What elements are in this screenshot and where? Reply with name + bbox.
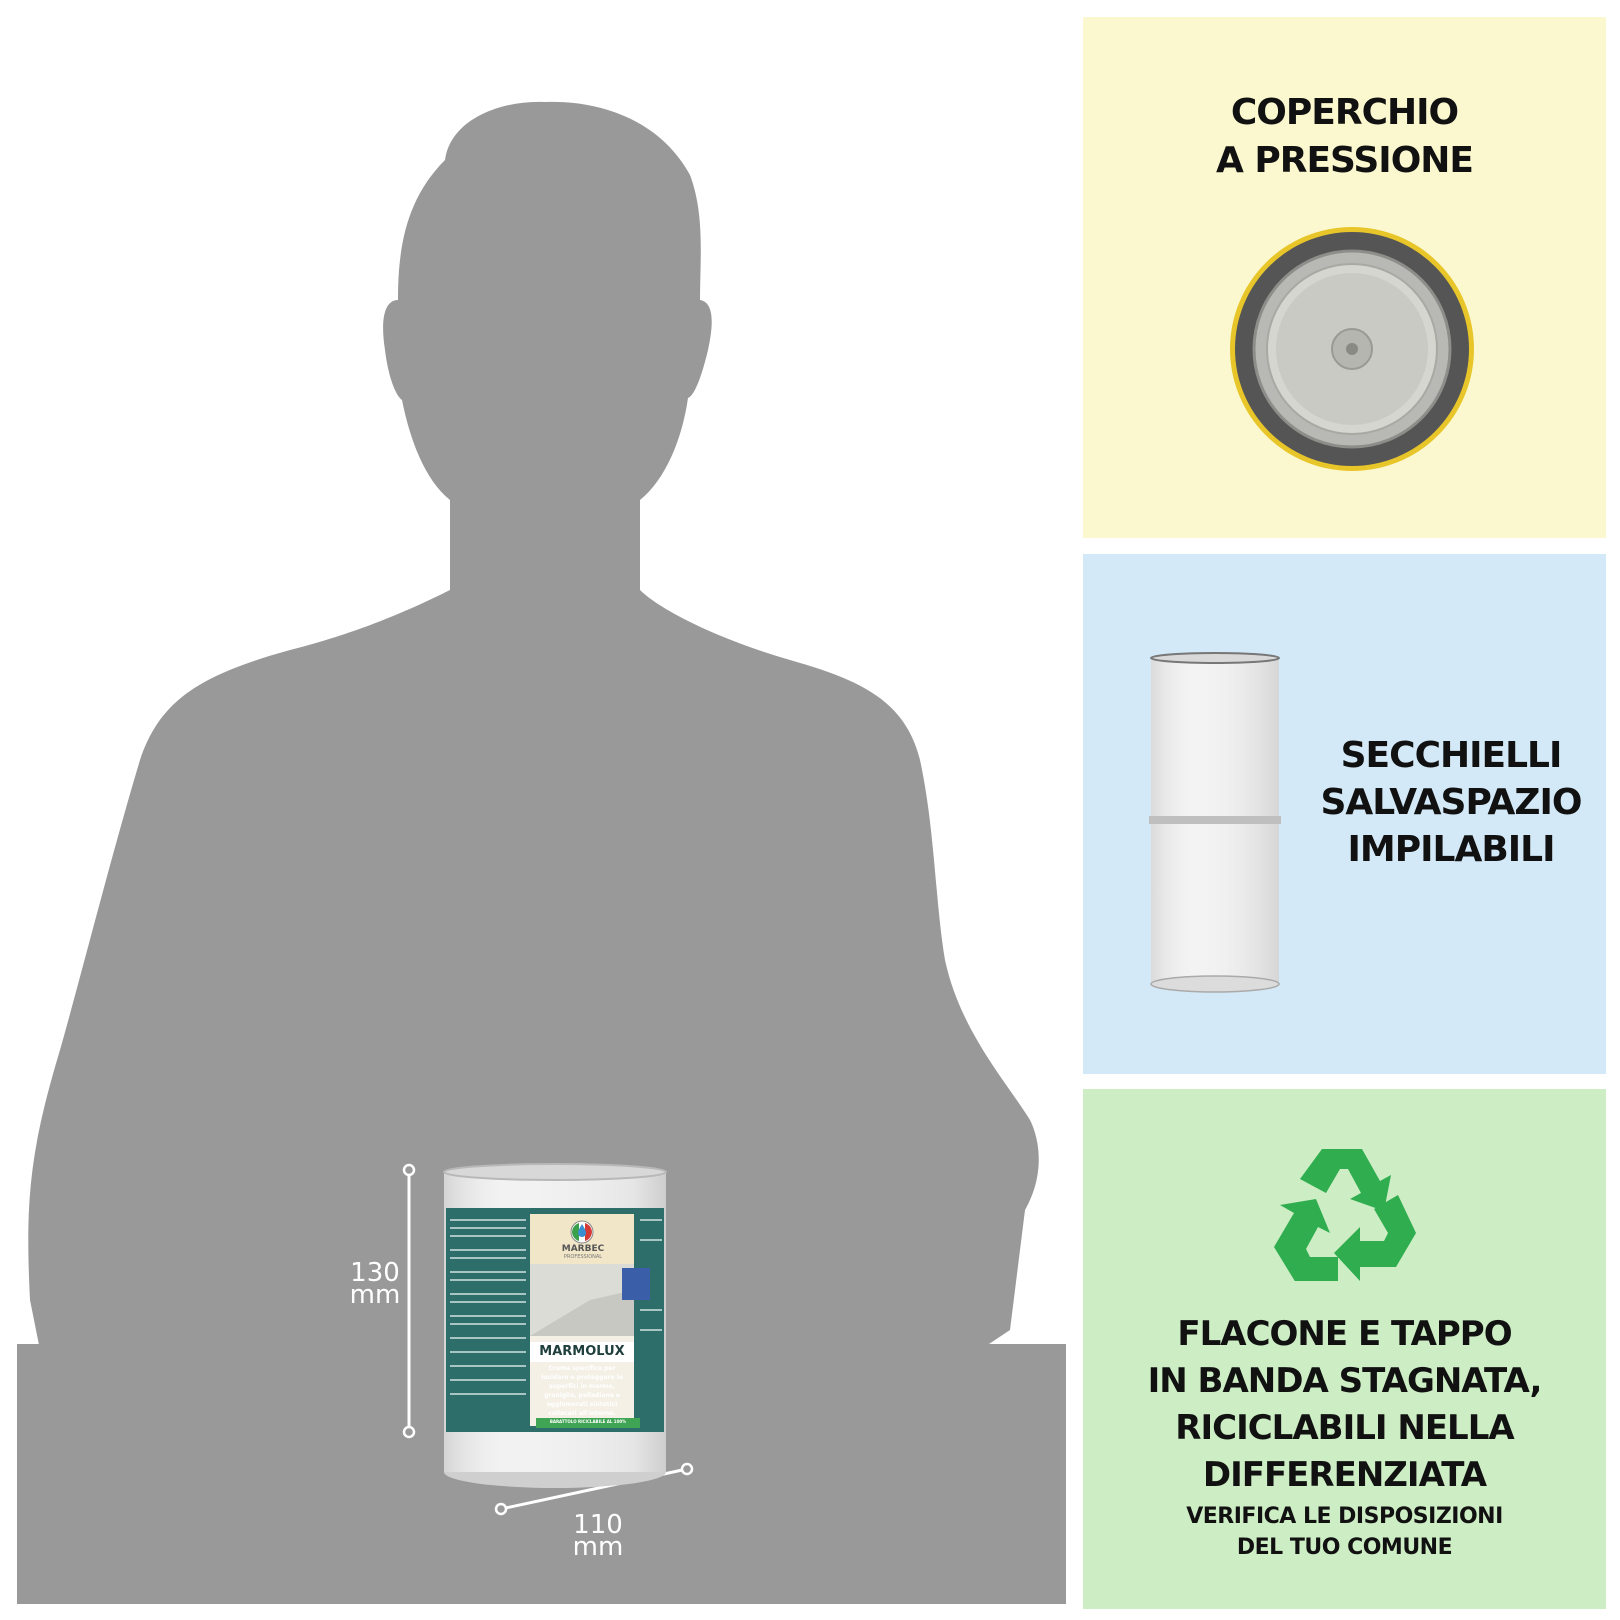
feature-panel-lid: COPERCHIO A PRESSIONE <box>1083 17 1606 538</box>
height-dimension: 130 mm <box>340 1258 410 1310</box>
width-value: 110 <box>573 1510 623 1540</box>
size-comparison-area: MARBEC PROFESSIONAL MARMOLUX Crema speci… <box>17 101 1066 1604</box>
height-unit: mm <box>349 1280 401 1310</box>
feature-title-recycle: FLACONE E TAPPO IN BANDA STAGNATA, RICIC… <box>1147 1314 1543 1495</box>
stacked-cans-icon <box>1149 652 1281 993</box>
feature-title-lid: COPERCHIO A PRESSIONE <box>1215 92 1474 181</box>
height-value: 130 <box>350 1258 400 1288</box>
can-brand: MARBEC <box>561 1244 605 1254</box>
person-silhouette <box>17 101 1066 1604</box>
feature-title-stack: SECCHIELLI SALVASPAZIO IMPILABILI <box>1320 735 1582 870</box>
feature-panel-stack: SECCHIELLI SALVASPAZIO IMPILABILI <box>1083 554 1606 1074</box>
feature-note-recycle: VERIFICA LE DISPOSIZIONI DEL TUO COMUNE <box>1186 1504 1503 1560</box>
width-dimension: 110 mm <box>563 1510 633 1562</box>
can-product-name: MARMOLUX <box>539 1344 625 1359</box>
width-unit: mm <box>572 1532 624 1562</box>
feature-panel-recycle: FLACONE E TAPPO IN BANDA STAGNATA, RICIC… <box>1083 1089 1606 1609</box>
can-recycle-banner: BARATTOLO RICICLABILE AL 100% <box>549 1419 627 1424</box>
can-brand-sub: PROFESSIONAL <box>563 1254 603 1260</box>
product-can <box>443 1163 667 1488</box>
can-description: Crema specifica per lucidare e protegger… <box>541 1365 623 1417</box>
recycle-icon <box>1274 1149 1416 1281</box>
marbec-logo <box>570 1220 594 1244</box>
can-lid-icon <box>1230 227 1474 471</box>
